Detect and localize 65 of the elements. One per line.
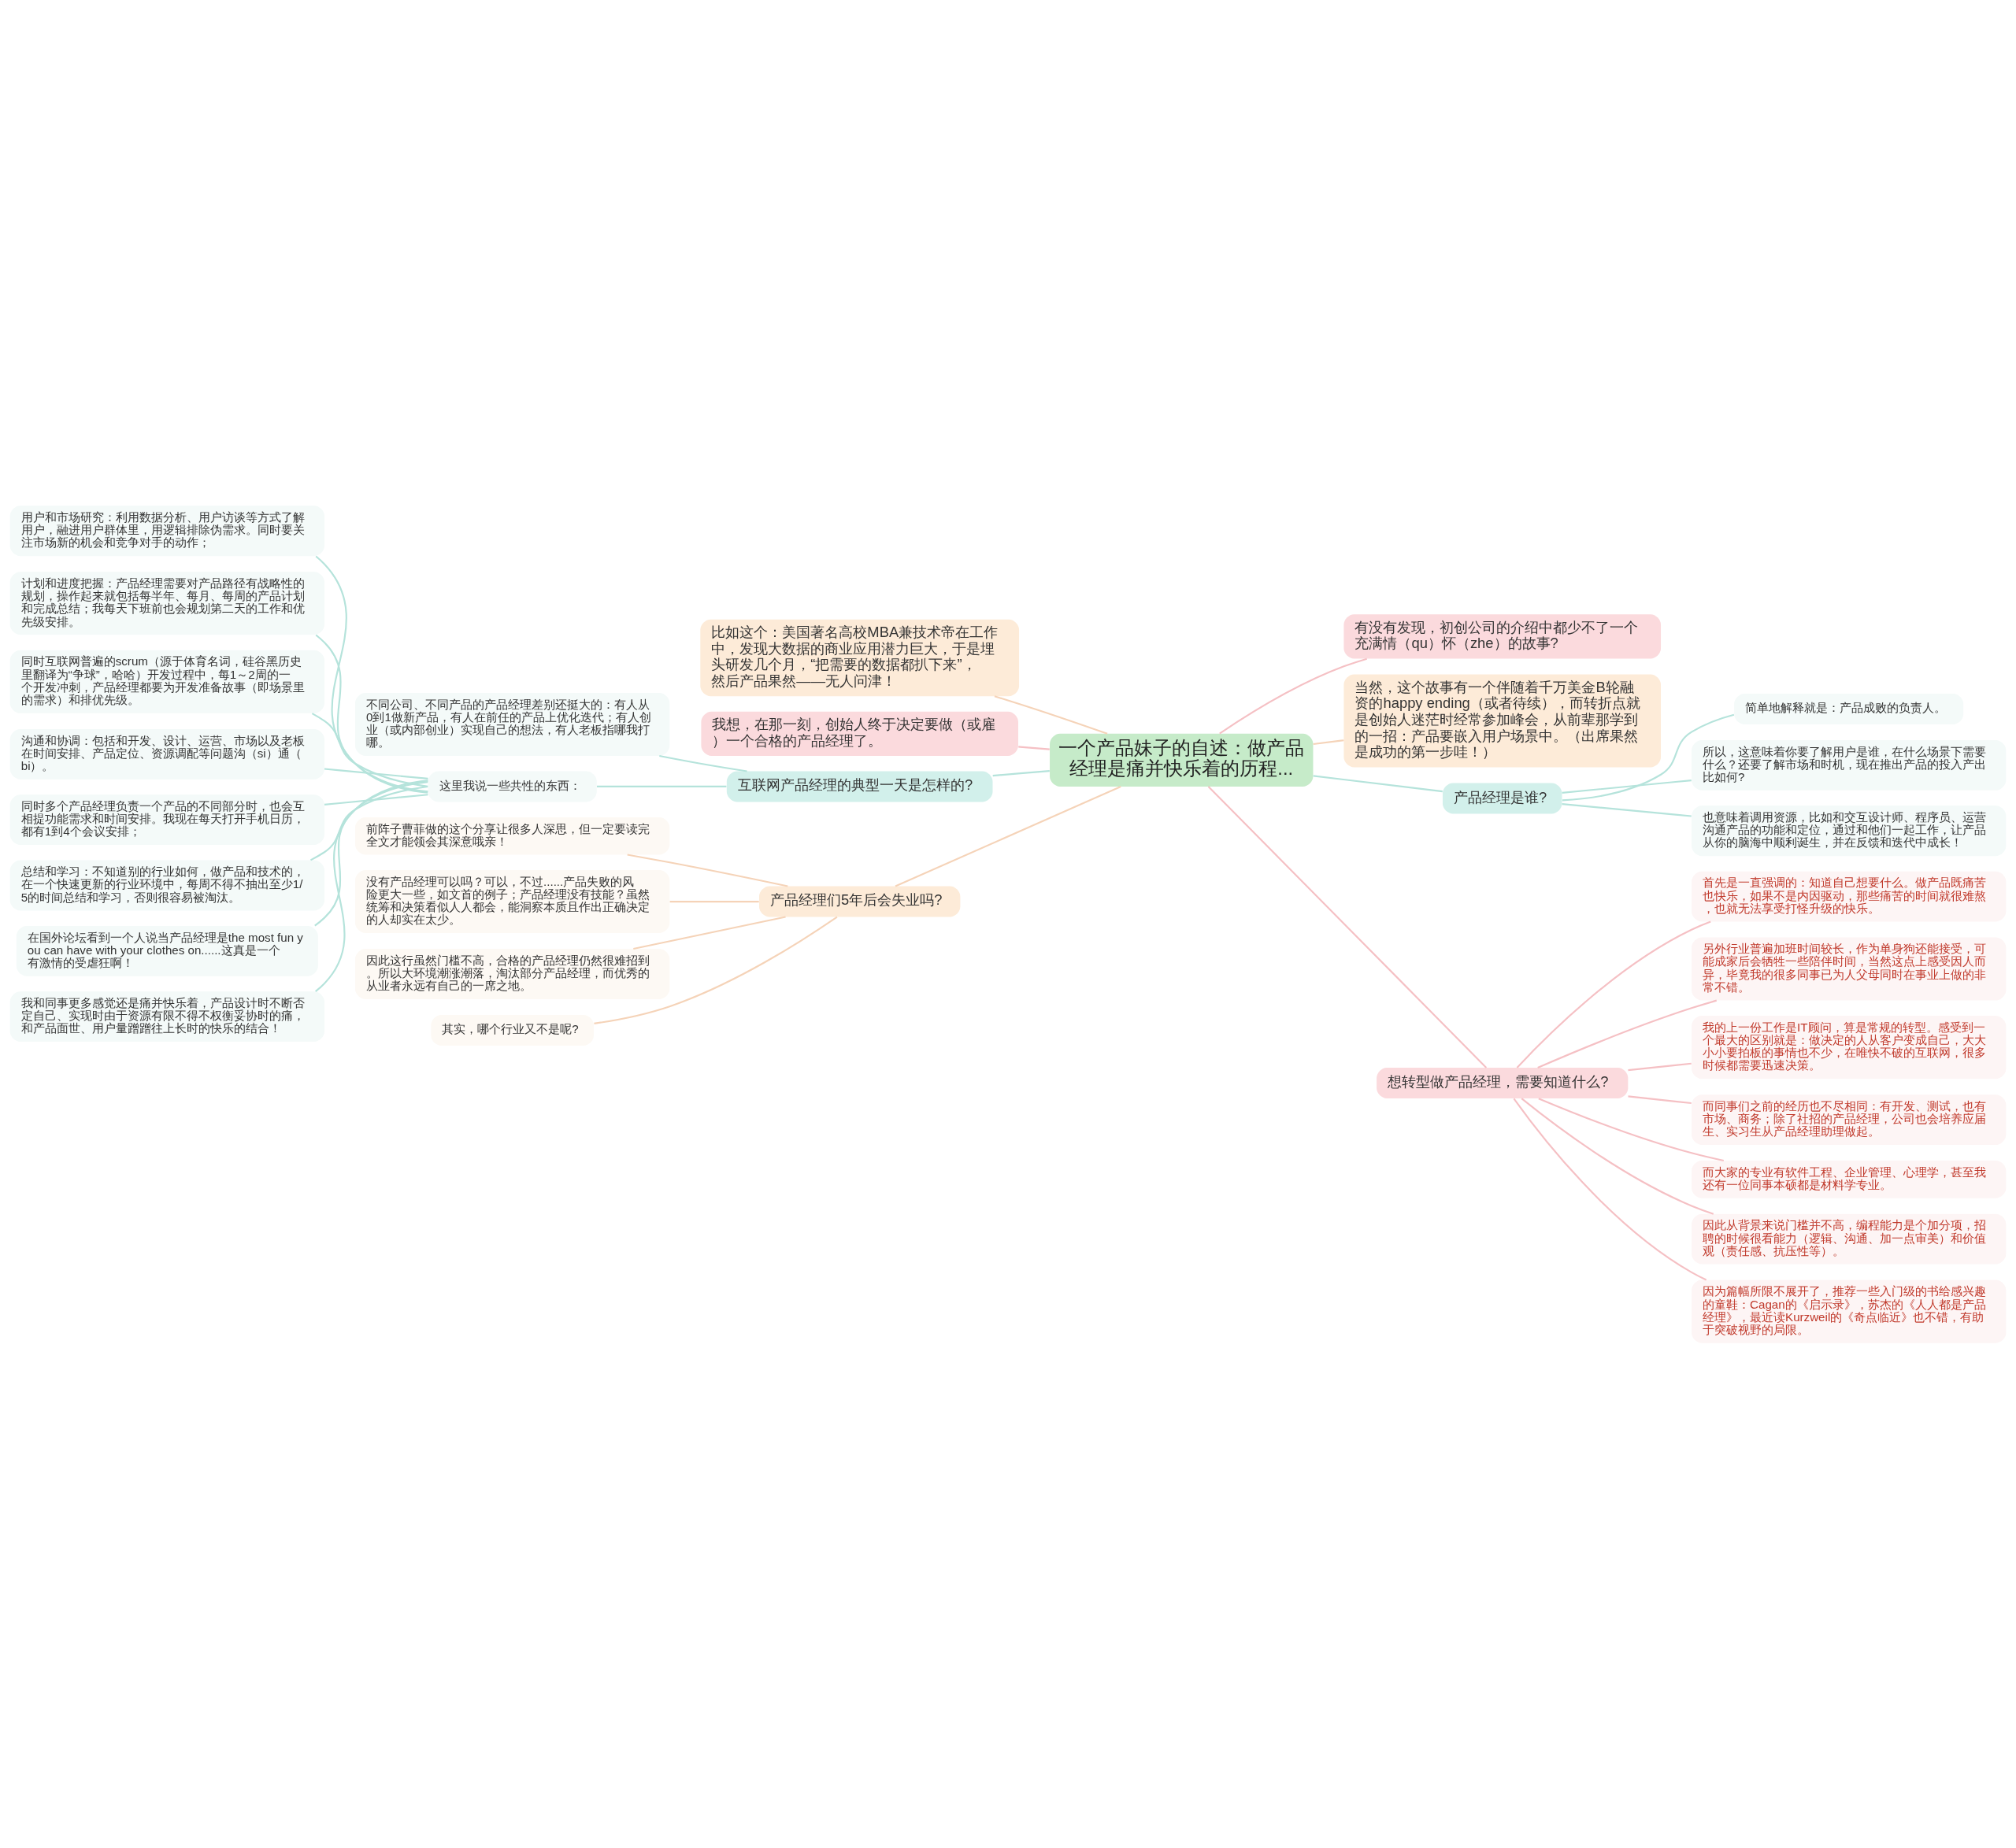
node-box: 在国外论坛看到一个人说当产品经理是the most fun you can have with your clothes on......这真是一个有激情的受虐狂啊！ <box>16 925 318 976</box>
connector <box>1521 1097 1714 1215</box>
node-box: 产品经理们5年后会失业吗? <box>758 886 961 917</box>
node-box: 产品经理是谁? <box>1442 783 1562 814</box>
node-box: 也意味着调用资源，比如和交互设计师、程序员、运营沟通产品的功能和定位，通过和他们一起工作，让产品从你的脑海中顺利诞生，并在反馈和迭代中成长！ <box>1692 805 2007 856</box>
connector <box>1207 785 1488 1068</box>
connector <box>324 767 428 780</box>
connector <box>669 900 759 902</box>
connector <box>315 779 428 992</box>
node-box: 沟通和协调：包括和开发、设计、运营、市场以及老板在时间安排、产品定位、资源调配等问题沟（si）通（bi）。 <box>9 728 324 780</box>
connector <box>627 854 788 887</box>
connector <box>315 634 428 792</box>
node-box: 想转型做产品经理，需要知道什么? <box>1377 1067 1629 1098</box>
node-box: 同时互联网普遍的scrum（源于体育名词，硅谷黑历史里翻译为“争球”，哈哈）开发过程中，每1～2周的一个开发冲刺，产品经理都要为开发准备故事（即场景里的需求）和排优先级。 <box>9 650 324 713</box>
connector <box>1562 713 1735 801</box>
connector <box>309 785 428 861</box>
connector <box>659 754 747 772</box>
node-box: 我的上一份工作是IT顾问，算是常规的转型。感受到一个最大的区别就是：做决定的人从客户变成自己，大大小小要拍板的事情也不少，在唯快不破的互联网，很多时候都需要迅速决策。 <box>1692 1015 2007 1079</box>
node-box: 首先是一直强调的：知道自己想要什么。做产品既痛苦也快乐，如果不是内因驱动，那些痛苦的时间就很难熬，也就无法享受打怪升级的快乐。 <box>1692 871 2007 921</box>
node-box: 另外行业普遍加班时间较长，作为单身狗还能接受，可能成家后会牺牲一些陪伴时间，当然这点上感受因人而异，毕竟我的很多同事已为人父母同时在事业上做的非常不错。 <box>1692 937 2007 1001</box>
connector <box>1513 1098 1707 1280</box>
connector <box>895 785 1121 887</box>
connector <box>1562 802 1692 817</box>
node-box: 前阵子曹菲做的这个分享让很多人深思，但一定要读完全文才能领会其深意哦亲！ <box>354 817 670 854</box>
node-box: 因此这行虽然门槛不高，合格的产品经理仍然很难招到。所以大环境潮涨潮落，淘汰部分产品经理，而优秀的从业者永远有自己的一席之地。 <box>354 948 670 999</box>
node-box: 而大家的专业有软件工程、企业管理、心理学，甚至我还有一位同事本硕都是材料学专业。 <box>1692 1160 2007 1198</box>
node-box: 我想，在那一刻，创始人终于决定要做（或雇）一个合格的产品经理了。 <box>701 711 1018 756</box>
node-box: 当然，这个故事有一个伴随着千万美金B轮融资的happy ending（或者待续），而转折点就是创始人迷茫时经常参加峰会，从前辈那学到的一招：产品要嵌入用户场景中。（出席果然是成功的第一步哇！） <box>1343 674 1662 768</box>
node-box: 同时多个产品经理负责一个产品的不同部分时，也会互相提功能需求和时间安排。我现在每天打开手机日历，都有1到4个会议安排； <box>9 794 324 845</box>
connector <box>1313 739 1344 745</box>
node-box: 用户和市场研究：利用数据分析、用户访谈等方式了解用户，融进用户群体里，用逻辑排除伪需求。同时要关注市场新的机会和竞争对手的动作； <box>9 505 324 556</box>
connector <box>1538 1097 1725 1161</box>
connector <box>1313 774 1443 792</box>
node-box: 这里我说一些共性的东西： <box>428 770 597 802</box>
connector <box>594 916 838 1024</box>
node-box: 没有产品经理可以吗？可以，不过......产品失败的风险更大一些，如文首的例子；产品经理没有技能？虽然统筹和决策看似人人都会，能洞察本质且作出正确决定的人却实在太少。 <box>354 869 670 933</box>
node-box: 因此从背景来说门槛并不高，编程能力是个加分项，招聘的时候很看能力（逻辑、沟通、加一点审美）和价值观（责任感、抗压性等）。 <box>1692 1213 2007 1265</box>
connector <box>311 712 428 787</box>
node-box: 简单地解释就是：产品成败的负责人。 <box>1734 693 1964 724</box>
node-box: 其实，哪个行业又不是呢? <box>431 1014 594 1046</box>
node-box: 比如这个：美国著名高校MBA兼技术帝在工作中，发现大数据的商业应用潜力巨大，于是埋头研发几个月，“把需要的数据都扒下来”，然后产品果然——无人问津！ <box>700 619 1020 696</box>
node-box: 计划和进度把握：产品经理需要对产品路径有战略性的规划，操作起来就包括每半年、每月、每周的产品计划和完成总结；我每天下班前也会规划第二天的工作和优先级安排。 <box>9 571 324 635</box>
node-box: 因为篇幅所限不展开了，推荐一些入门级的书给感兴趣的童鞋：Cagan的《启示录》，苏杰的《人人都是产品经理》，最近读Kurzweil的《奇点临近》也不错，有助于突破视野的局限。 <box>1692 1280 2007 1343</box>
node-box: 所以，这意味着你要了解用户是谁，在什么场景下需要什么？还要了解市场和时机，现在推出产品的投入产出比如何? <box>1692 739 2007 791</box>
node-box: 而同事们之前的经历也不尽相同：有开发、测试，也有市场、商务；除了社招的产品经理，公司也会培养应届生、实习生从产品经理助理做起。 <box>1692 1094 2007 1145</box>
node-box: 不同公司、不同产品的产品经理差别还挺大的：有人从0到1做新产品，有人在前任的产品上优化迭代；有人创业（或内部创业）实现自己的想法，有人老板指哪我打哪。 <box>354 692 670 756</box>
connector <box>314 780 428 926</box>
connector <box>1219 657 1367 734</box>
connector <box>633 916 786 950</box>
connector <box>1628 1094 1692 1104</box>
node-box: 一个产品妹子的自述：做产品经理是痛并快乐着的历程... <box>1050 733 1314 787</box>
connector <box>1018 745 1050 750</box>
connector <box>315 555 428 794</box>
connector <box>992 769 1050 776</box>
connector <box>324 793 428 805</box>
node-box: 有没有发现，初创公司的介绍中都少不了一个充满情（qu）怀（zhe）的故事? <box>1343 613 1662 659</box>
node-box: 互联网产品经理的典型一天是怎样的? <box>726 770 993 802</box>
node-box: 总结和学习：不知道别的行业如何，做产品和技术的，在一个快速更新的行业环境中，每周不得不抽出至少1/5的时间总结和学习，否则很容易被淘汰。 <box>9 860 324 910</box>
connector <box>994 694 1108 735</box>
node-box: 我和同事更多感觉还是痛并快乐着，产品设计时不断否定自己、实现时由于资源有限不得不权衡妥协时的痛，和产品面世、用户量蹭蹭往上长时的快乐的结合！ <box>9 991 324 1042</box>
connector <box>1516 920 1711 1068</box>
connector <box>1628 1062 1692 1071</box>
connector <box>596 785 727 787</box>
connector <box>1562 779 1692 794</box>
connector <box>1537 999 1718 1068</box>
